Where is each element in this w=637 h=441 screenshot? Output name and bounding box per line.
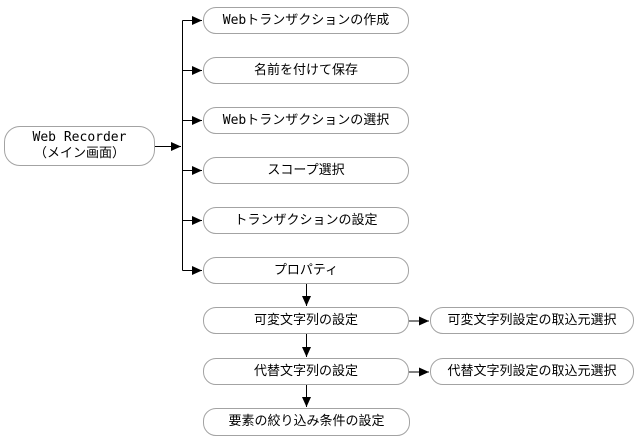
node-select-web-transaction: Webトランザクションの選択 bbox=[203, 107, 409, 134]
node-label: Webトランザクションの作成 bbox=[222, 12, 390, 28]
node-label: 要素の絞り込み条件の設定 bbox=[228, 414, 385, 430]
node-label: プロパティ bbox=[273, 262, 339, 278]
node-save-as: 名前を付けて保存 bbox=[203, 57, 409, 84]
node-label: 代替文字列の設定 bbox=[253, 363, 358, 379]
node-variable-string-source-selection: 可変文字列設定の取込元選択 bbox=[430, 307, 634, 334]
node-element-filter-condition-settings: 要素の絞り込み条件の設定 bbox=[203, 408, 410, 436]
node-web-recorder-main: Web Recorder （メイン画面） bbox=[4, 126, 155, 166]
node-alternative-string-source-selection: 代替文字列設定の取込元選択 bbox=[430, 358, 634, 385]
node-transaction-settings: トランザクションの設定 bbox=[203, 207, 409, 234]
node-properties: プロパティ bbox=[203, 257, 409, 284]
node-label: 可変文字列設定の取込元選択 bbox=[447, 312, 617, 328]
node-label: トランザクションの設定 bbox=[234, 212, 378, 228]
node-label: 名前を付けて保存 bbox=[253, 62, 358, 78]
node-web-recorder-line1: Web Recorder bbox=[32, 130, 127, 146]
node-create-web-transaction: Webトランザクションの作成 bbox=[203, 7, 409, 34]
node-label: 可変文字列の設定 bbox=[253, 312, 358, 328]
node-label: Webトランザクションの選択 bbox=[222, 112, 390, 128]
node-label: スコープ選択 bbox=[267, 162, 345, 178]
node-scope-selection: スコープ選択 bbox=[203, 157, 409, 184]
node-alternative-string-settings: 代替文字列の設定 bbox=[203, 358, 409, 385]
node-web-recorder-line2: （メイン画面） bbox=[33, 146, 125, 161]
node-label: 代替文字列設定の取込元選択 bbox=[447, 363, 617, 379]
node-variable-string-settings: 可変文字列の設定 bbox=[203, 307, 409, 334]
